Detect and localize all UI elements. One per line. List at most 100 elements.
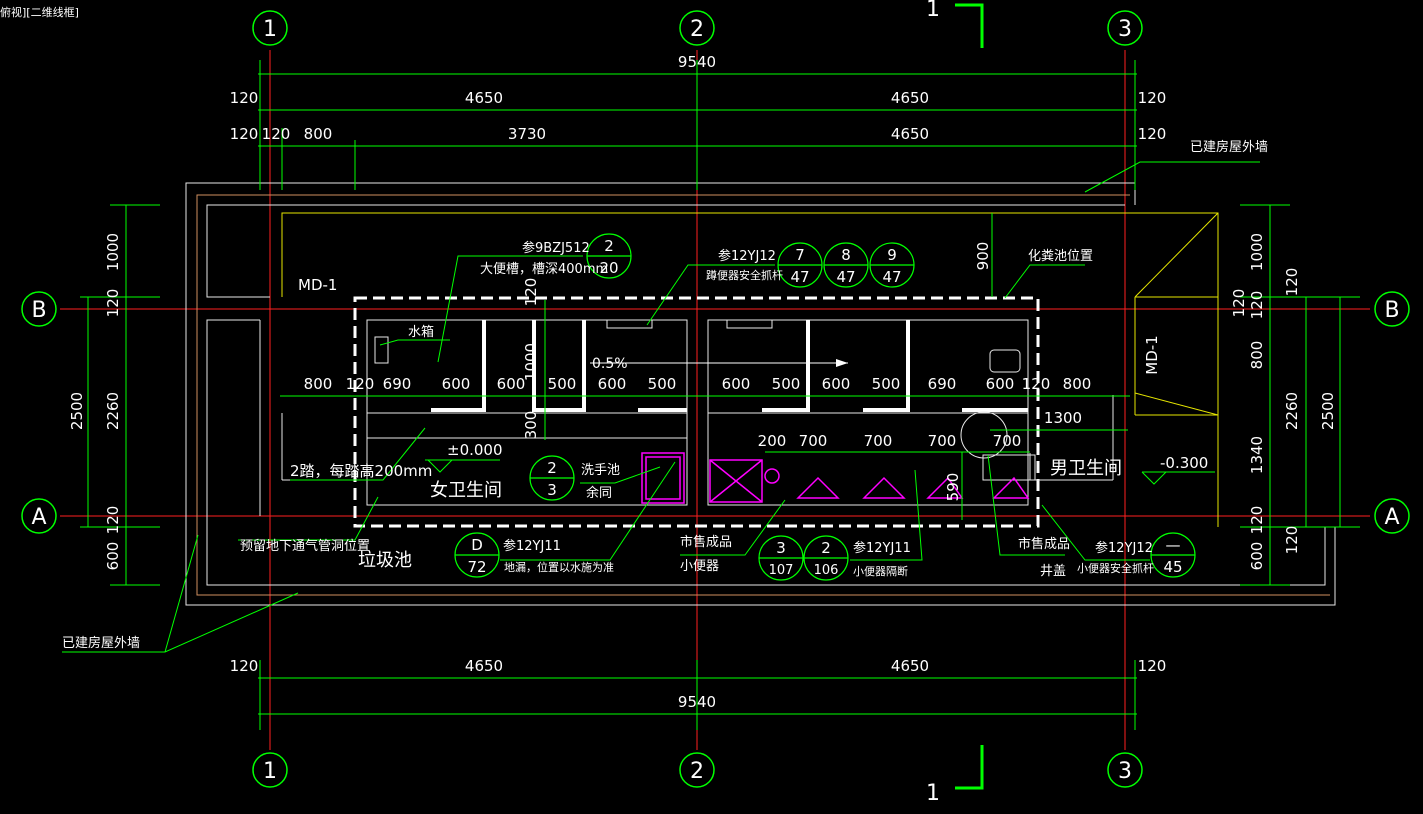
leader-lines <box>62 161 1260 653</box>
urinal-rail-label: 小便器安全抓杆 <box>1077 561 1154 575</box>
svg-text:120: 120 <box>230 89 259 107</box>
slope-label: 0.5% <box>592 356 628 372</box>
svg-text:120: 120 <box>1248 291 1266 320</box>
svg-text:690: 690 <box>928 375 957 393</box>
door-md1-right: MD-1 <box>1143 335 1161 374</box>
svg-text:1000: 1000 <box>1248 233 1266 271</box>
svg-text:D: D <box>471 536 483 554</box>
svg-text:500: 500 <box>772 375 801 393</box>
axis-label-A-right: A <box>1384 505 1399 530</box>
svg-text:120: 120 <box>346 375 375 393</box>
svg-text:47: 47 <box>836 268 855 286</box>
existing-wall-inner-line <box>196 194 1330 596</box>
existing-wall-label-top: 已建房屋外墙 <box>1190 139 1268 155</box>
svg-text:800: 800 <box>304 375 333 393</box>
svg-text:2500: 2500 <box>68 392 86 430</box>
svg-text:106: 106 <box>814 563 839 578</box>
svg-text:500: 500 <box>648 375 677 393</box>
svg-text:120: 120 <box>1138 89 1167 107</box>
axis-label-A-left: A <box>31 505 46 530</box>
svg-text:1000: 1000 <box>522 343 540 381</box>
svg-text:690: 690 <box>383 375 412 393</box>
axis-label-1-bottom: 1 <box>263 759 277 784</box>
svg-text:20: 20 <box>599 259 618 277</box>
callout-circles <box>454 233 1196 581</box>
svg-text:600: 600 <box>722 375 751 393</box>
svg-text:107: 107 <box>769 563 794 578</box>
svg-text:500: 500 <box>548 375 577 393</box>
svg-text:3: 3 <box>547 481 557 499</box>
svg-text:4650: 4650 <box>465 657 503 675</box>
svg-text:600: 600 <box>1248 542 1266 571</box>
svg-text:7: 7 <box>795 246 805 264</box>
svg-text:120: 120 <box>262 125 291 143</box>
axis-label-B-left: B <box>31 298 46 323</box>
dimension-texts: 9540 120 4650 4650 120 120 120 800 3730 … <box>230 53 1167 711</box>
urinal-market-label: 市售成品 <box>680 534 732 550</box>
dim-total-bottom: 9540 <box>678 693 716 711</box>
dim-total-top: 9540 <box>678 53 716 71</box>
mens-room-label: 男卫生间 <box>1050 458 1122 479</box>
svg-text:2260: 2260 <box>104 392 122 430</box>
trash-pit-label: 垃圾池 <box>358 550 412 571</box>
svg-text:700: 700 <box>864 432 893 450</box>
svg-text:120: 120 <box>1138 657 1167 675</box>
svg-text:600: 600 <box>442 375 471 393</box>
callout-texts: 2 20 7 47 8 47 9 47 2 3 D 72 3 107 2 106… <box>467 237 1182 578</box>
door-md1-left: MD-1 <box>298 276 337 294</box>
dimension-lines <box>80 60 1360 730</box>
ref-yj11-left: 参12YJ11 <box>503 538 561 554</box>
viewport-label: 俯视][二维线框] <box>0 6 79 19</box>
svg-text:700: 700 <box>993 432 1022 450</box>
svg-text:600: 600 <box>986 375 1015 393</box>
water-tank-label: 水箱 <box>408 324 434 340</box>
svg-text:800: 800 <box>1063 375 1092 393</box>
elevation-minus: -0.300 <box>1160 454 1208 472</box>
svg-text:120: 120 <box>1248 506 1266 535</box>
svg-text:500: 500 <box>872 375 901 393</box>
svg-text:800: 800 <box>304 125 333 143</box>
svg-text:4650: 4650 <box>891 89 929 107</box>
ref-yj12-right: 参12YJ12 <box>1095 540 1153 556</box>
svg-text:2500: 2500 <box>1319 392 1337 430</box>
svg-text:8: 8 <box>841 246 851 264</box>
steps-label: 2踏，每踏高200mm <box>290 462 432 480</box>
existing-wall-label-bottom: 已建房屋外墙 <box>62 635 140 651</box>
svg-text:120: 120 <box>230 657 259 675</box>
svg-text:72: 72 <box>467 558 486 576</box>
svg-text:700: 700 <box>799 432 828 450</box>
plumbing-fixtures <box>641 452 1030 504</box>
svg-text:120: 120 <box>1283 526 1301 555</box>
axis-lines <box>60 50 1370 750</box>
ref-yj11-right: 参12YJ11 <box>853 540 911 556</box>
svg-text:120: 120 <box>230 125 259 143</box>
svg-text:700: 700 <box>928 432 957 450</box>
svg-text:600: 600 <box>598 375 627 393</box>
axis-label-1-top: 1 <box>263 17 277 42</box>
wash-basin-label: 洗手池 <box>581 463 620 478</box>
svg-text:—: — <box>1166 536 1181 554</box>
svg-text:9: 9 <box>887 246 897 264</box>
svg-text:2: 2 <box>604 237 614 255</box>
svg-text:1300: 1300 <box>1044 409 1082 427</box>
svg-text:1340: 1340 <box>1248 436 1266 474</box>
svg-text:3: 3 <box>776 539 786 557</box>
axis-label-2-bottom: 2 <box>690 759 704 784</box>
svg-text:600: 600 <box>822 375 851 393</box>
svg-text:120: 120 <box>522 278 540 307</box>
vent-hole-label: 预留地下通气管洞位置 <box>240 538 370 554</box>
section-marks <box>955 3 984 790</box>
urinal-label: 小便器 <box>680 559 719 574</box>
svg-text:2: 2 <box>547 459 557 477</box>
svg-text:590: 590 <box>944 473 962 502</box>
partition-label: 小便器隔断 <box>853 564 908 578</box>
section-mark-bottom: 1 <box>926 781 940 806</box>
squat-rail-label: 蹲便器安全抓杆 <box>706 268 783 282</box>
svg-text:3730: 3730 <box>508 125 546 143</box>
svg-text:47: 47 <box>790 268 809 286</box>
well-market-label: 市售成品 <box>1018 536 1070 552</box>
svg-text:300: 300 <box>522 411 540 440</box>
svg-text:120: 120 <box>104 506 122 535</box>
squat-note-label: 大便槽，槽深400mm <box>480 262 608 277</box>
